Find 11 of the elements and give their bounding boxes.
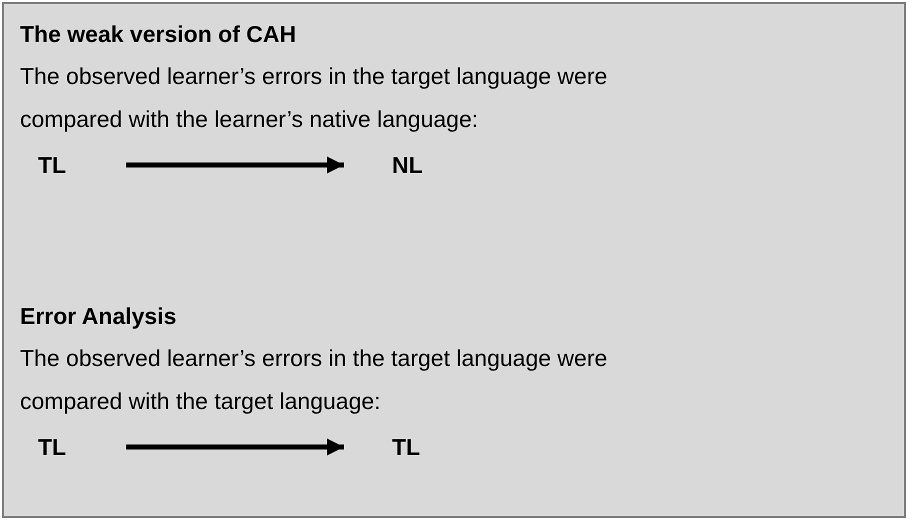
arrow bbox=[126, 156, 344, 174]
language-label: TL bbox=[392, 433, 420, 461]
language-label: NL bbox=[392, 151, 423, 179]
language-label: TL bbox=[38, 151, 66, 179]
section-heading: The weak version of CAH bbox=[20, 20, 296, 49]
section-heading: Error Analysis bbox=[20, 302, 176, 331]
language-label: TL bbox=[38, 433, 66, 461]
paragraph: The observed learner’s errors in the target language were compared with the learner’s native language: bbox=[20, 62, 608, 134]
text-panel bbox=[2, 2, 906, 518]
arrow bbox=[126, 438, 344, 456]
paragraph: The observed learner’s errors in the target language were compared with the target language: bbox=[20, 344, 608, 416]
